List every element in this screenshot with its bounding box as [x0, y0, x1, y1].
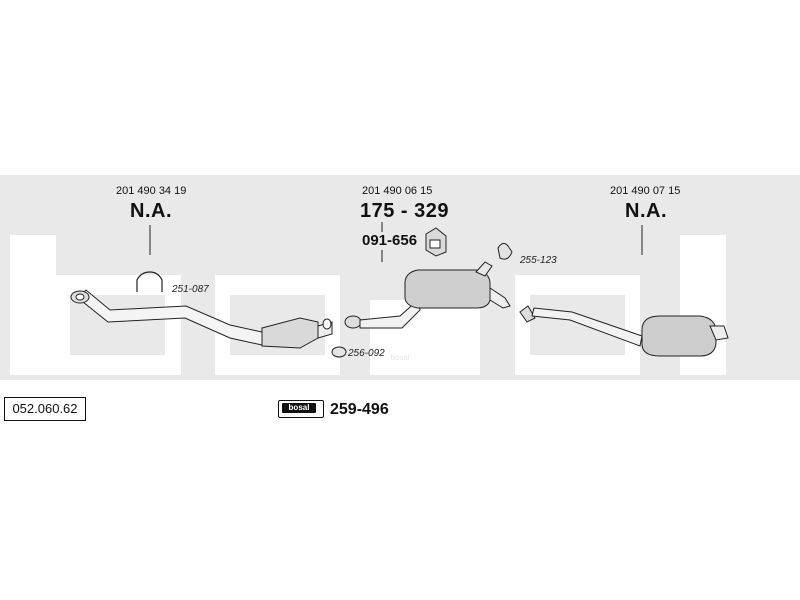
front-oem-number: 201 490 34 19: [116, 185, 187, 197]
brand-logo-text: bosal: [282, 403, 316, 413]
hanger-part: [497, 242, 513, 260]
middle-silencer: [344, 261, 511, 329]
catalog-code-box: 052.060.62: [4, 397, 86, 421]
bracket-number: 091-656: [362, 232, 418, 249]
rear-part-number: N.A.: [625, 200, 667, 222]
bracket-part: [425, 227, 447, 257]
gasket-ref: 256-092: [348, 348, 385, 359]
middle-oem-number: 201 490 06 15: [362, 185, 433, 197]
hanger-ref: 255-123: [520, 255, 557, 266]
clamp-part: [136, 271, 163, 292]
kit-number: 259-496: [330, 401, 389, 418]
front-part-number: N.A.: [130, 200, 172, 222]
rear-oem-number: 201 490 07 15: [610, 185, 681, 197]
catalytic-converter: [261, 317, 333, 349]
gasket-part: [331, 346, 347, 358]
watermark-text: bosal: [390, 353, 409, 362]
middle-part-number: 175 - 329: [360, 200, 450, 222]
brand-logo: bosal: [278, 400, 324, 418]
rear-silencer: [519, 305, 729, 357]
leader-lines: [149, 222, 643, 262]
clamp-ref: 251-087: [172, 284, 209, 295]
